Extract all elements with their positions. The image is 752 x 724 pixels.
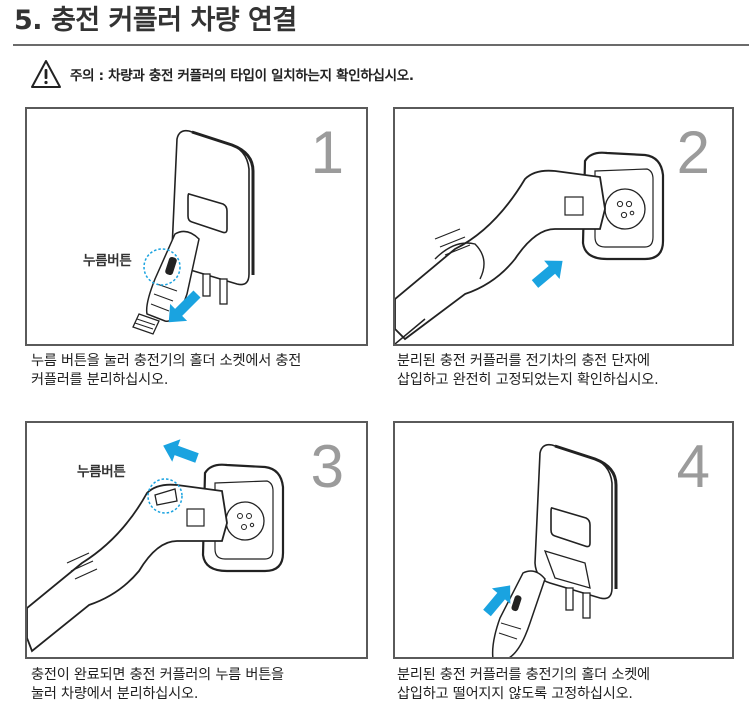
warning-text: 주의 : 차량과 충전 커플러의 타입이 일치하는지 확인하십시오.	[70, 68, 414, 84]
step-1-illustration: 1 누름버튼	[25, 107, 368, 346]
step-2-caption: 분리된 충전 커플러를 전기차의 충전 단자에 삽입하고 완전히 고정되었는지 …	[397, 353, 659, 388]
page-title: 5. 충전 커플러 차량 연결	[14, 5, 297, 36]
step-3-caption: 충전이 완료되면 충전 커플러의 누름 버튼을 눌러 차량에서 분리하십시오.	[31, 667, 284, 702]
step-number: 2	[676, 119, 710, 186]
pull-arrow-icon	[168, 290, 201, 323]
step-number: 4	[676, 433, 710, 500]
step-4-caption: 분리된 충전 커플러를 충전기의 홀더 소켓에 삽입하고 떨어지지 않도록 고정…	[397, 667, 650, 702]
push-button-label: 누름버튼	[77, 464, 126, 480]
warning-triangle-icon	[31, 60, 61, 88]
insert-arrow-icon	[531, 260, 563, 288]
title-divider	[13, 44, 749, 46]
wall-charger-release-illustration	[132, 129, 255, 335]
step-number: 1	[310, 119, 344, 186]
holder-socket-return-illustration	[483, 443, 618, 657]
warning-notice: 주의 : 차량과 충전 커플러의 타입이 일치하는지 확인하십시오.	[30, 59, 414, 89]
step-1-caption: 누름 버튼을 눌러 충전기의 홀더 소켓에서 충전 커플러를 분리하십시오.	[31, 353, 302, 388]
pull-back-arrow-icon	[163, 439, 199, 463]
step-3-illustration: 3 누름버튼	[25, 421, 368, 659]
insert-arrow-icon	[483, 585, 511, 617]
step-number: 3	[310, 433, 344, 500]
vehicle-inlet-insert-illustration	[395, 151, 665, 344]
step-4-illustration: 4	[393, 421, 734, 659]
step-2-illustration: 2	[393, 107, 734, 346]
vehicle-disconnect-illustration	[27, 439, 285, 653]
push-button-label: 누름버튼	[83, 253, 132, 269]
